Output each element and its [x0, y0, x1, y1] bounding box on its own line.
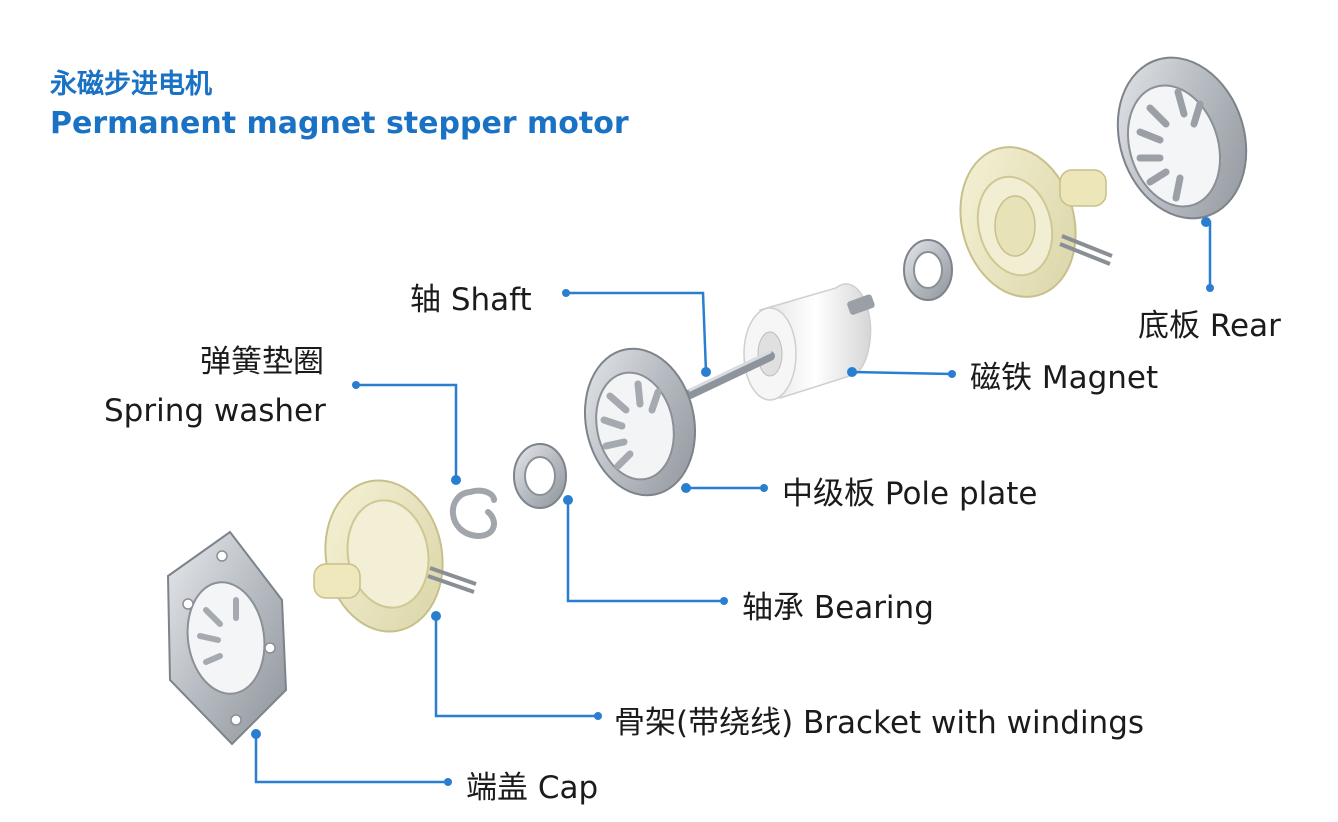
- leader-dots: [251, 217, 1214, 786]
- leader-shaft: [566, 291, 708, 373]
- label-bracket: 骨架(带绕线) Bracket with windings: [614, 705, 1145, 741]
- pole-plate: [583, 347, 697, 497]
- title-chinese: 永磁步进电机: [50, 69, 212, 100]
- magnet-rotor: [743, 283, 875, 401]
- label-bearing: 轴承 Bearing: [742, 590, 934, 626]
- rear-bearing: [903, 239, 953, 301]
- label-magnet: 磁铁 Magnet: [970, 360, 1159, 396]
- rear-plate: [1116, 56, 1248, 220]
- leader-magnet: [851, 370, 953, 376]
- front-bearing: [513, 443, 567, 509]
- leader-rear: [1206, 220, 1212, 288]
- label-spring-washer-en: Spring washer: [104, 393, 326, 429]
- title-english: Permanent magnet stepper motor: [50, 106, 629, 141]
- leader-bearing: [566, 500, 724, 603]
- leader-cap: [254, 734, 448, 784]
- front-bracket: [313, 479, 477, 633]
- rear-bracket: [959, 146, 1113, 298]
- label-rear: 底板 Rear: [1138, 308, 1281, 344]
- label-shaft: 轴 Shaft: [410, 282, 532, 318]
- label-pole-plate: 中级板 Pole plate: [782, 476, 1038, 512]
- leader-bracket: [434, 616, 598, 718]
- shaft: [685, 350, 775, 399]
- leader-lines: [254, 220, 1212, 784]
- label-cap: 端盖 Cap: [466, 770, 599, 806]
- cap: [166, 530, 288, 746]
- label-spring-washer-cn: 弹簧垫圈: [200, 344, 324, 380]
- spring-washer: [450, 487, 497, 540]
- leader-spring-washer: [356, 383, 458, 480]
